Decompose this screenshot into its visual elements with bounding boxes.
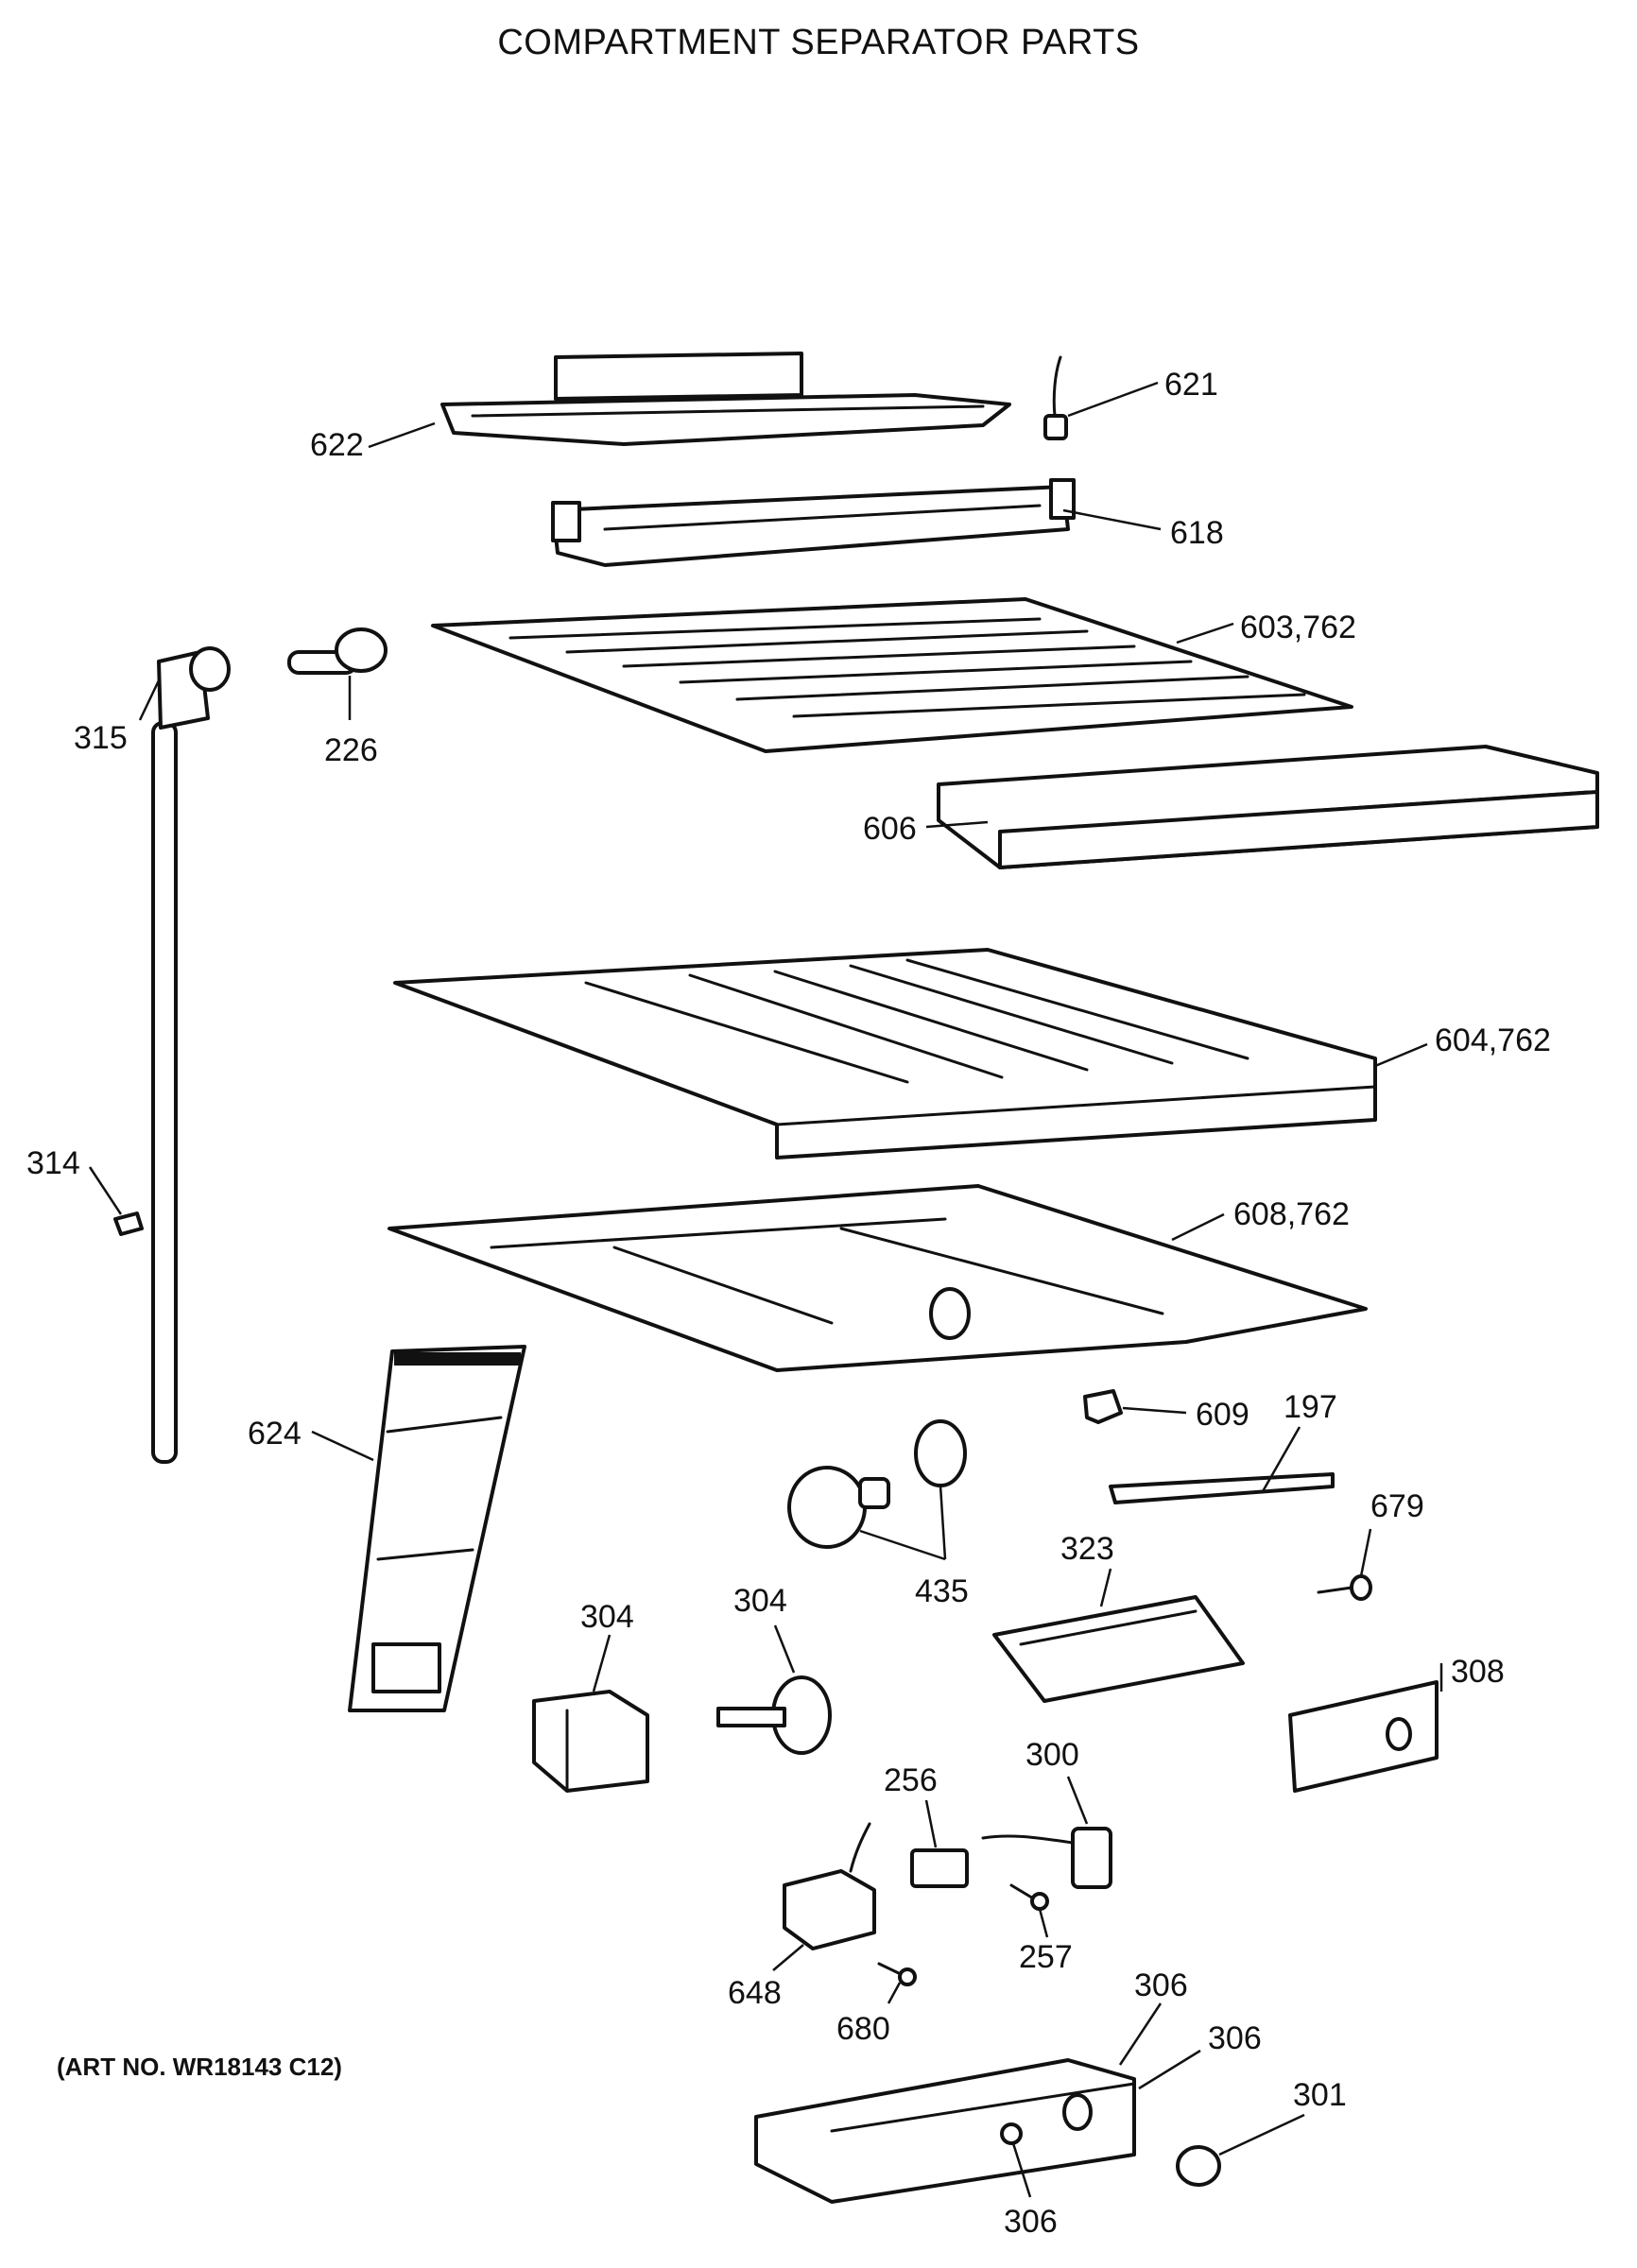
part-306-housing [754,2058,1136,2204]
part-603-shelf [431,597,1353,753]
callout-680: 680 [836,2011,890,2047]
callout-604-762: 604,762 [1435,1022,1551,1058]
part-314-screw [113,1211,144,1236]
callout-256: 256 [884,1762,938,1798]
part-624-panel [348,1345,526,1712]
part-618-channel [551,478,1076,567]
leader-lines [88,381,1443,2198]
callout-197: 197 [1284,1389,1337,1425]
callout-608-762: 608,762 [1233,1196,1350,1232]
callout-315: 315 [74,720,128,756]
callout-621: 621 [1164,367,1218,403]
part-304-block [532,1690,649,1793]
part-300-thermostat [981,1827,1112,1889]
part-301-knob [1176,2145,1221,2187]
part-226-pin [287,627,388,675]
callout-618: 618 [1170,515,1224,551]
part-304-knob [716,1675,832,1755]
callout-323: 323 [1060,1531,1114,1567]
part-257-screw [1009,1883,1049,1911]
callout-301: 301 [1293,2077,1347,2113]
part-648-timer [783,1822,876,1950]
callout-308: 308 [1451,1654,1505,1690]
callout-306-bottom: 306 [1004,2204,1058,2240]
part-679-screw [1317,1574,1372,1601]
part-608-separator [388,1184,1368,1372]
art-number: (ART NO. WR18143 C12) [57,2053,342,2081]
callout-306-top: 306 [1134,1967,1188,2003]
callout-609: 609 [1196,1397,1249,1433]
callout-314: 314 [26,1145,80,1181]
part-606-drawer [937,745,1599,869]
part-609-clip [1083,1389,1123,1424]
part-680-screw [877,1962,917,1986]
callout-679: 679 [1370,1488,1424,1524]
part-256-switch [910,1848,969,1888]
callout-624: 624 [248,1416,302,1452]
part-308-bracket [1288,1680,1439,1793]
part-621-wire [1043,355,1068,440]
diagram-title: COMPARTMENT SEPARATOR PARTS [497,23,1140,62]
callout-304-knob: 304 [733,1583,787,1619]
part-622-cover [440,352,1011,446]
callout-226: 226 [324,732,378,768]
callout-300: 300 [1025,1737,1079,1773]
callout-622: 622 [310,427,364,463]
callout-603-762: 603,762 [1240,610,1356,645]
part-197-strip [1109,1472,1335,1504]
callout-648: 648 [728,1975,782,2011]
part-323-bracket [992,1595,1245,1703]
part-604-shelf [393,948,1377,1160]
callout-435: 435 [915,1573,969,1609]
part-315-rod [151,646,231,1464]
callout-257: 257 [1019,1939,1073,1975]
part-435-bulb [787,1419,967,1549]
callout-606: 606 [863,811,917,847]
callout-304-block: 304 [580,1599,634,1635]
callout-306-right: 306 [1208,2020,1262,2056]
